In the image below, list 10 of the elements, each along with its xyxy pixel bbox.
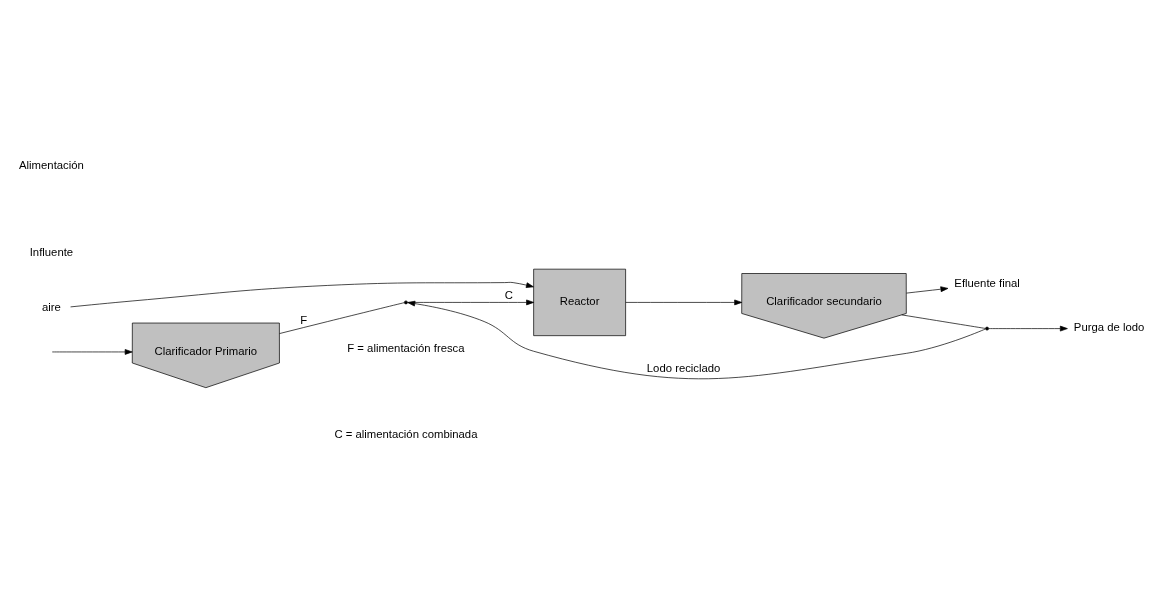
label: C = alimentación combinada <box>334 427 478 440</box>
label: Alimentación <box>19 158 84 171</box>
node-text: aire <box>42 300 61 313</box>
edge-label: Lodo reciclado <box>646 361 721 374</box>
node-text: Efluente final <box>954 276 1020 289</box>
node-text: Purga de lodo <box>1073 320 1145 333</box>
label: Influente <box>29 245 74 258</box>
edge-label: F <box>300 313 308 325</box>
label: F = alimentación fresca <box>347 341 465 354</box>
edge-label: C <box>504 288 513 301</box>
